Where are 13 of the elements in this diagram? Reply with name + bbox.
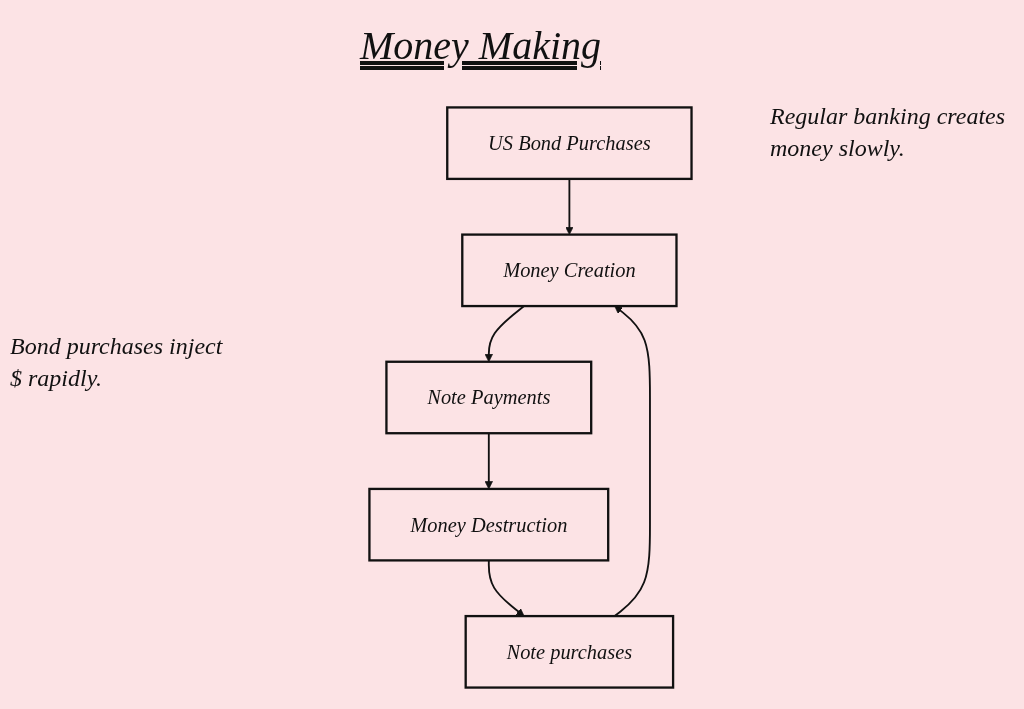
box-label: Money Creation [502, 257, 636, 284]
diagram-title: Money Making [360, 22, 601, 69]
process-box [445, 106, 693, 181]
note-text: Bond purchases inject $ rapidly. [10, 332, 224, 394]
box-label: Note Payments [426, 384, 550, 412]
process-box [464, 614, 674, 689]
process-box [367, 487, 609, 562]
box-label: Money Destruction [409, 512, 567, 539]
note-text: Regular banking creates money slowly. [770, 102, 1007, 164]
box-label: US Bond Purchases [487, 130, 651, 157]
box-label: Note purchases [506, 639, 632, 666]
process-box [460, 233, 678, 308]
process-box [384, 360, 592, 435]
